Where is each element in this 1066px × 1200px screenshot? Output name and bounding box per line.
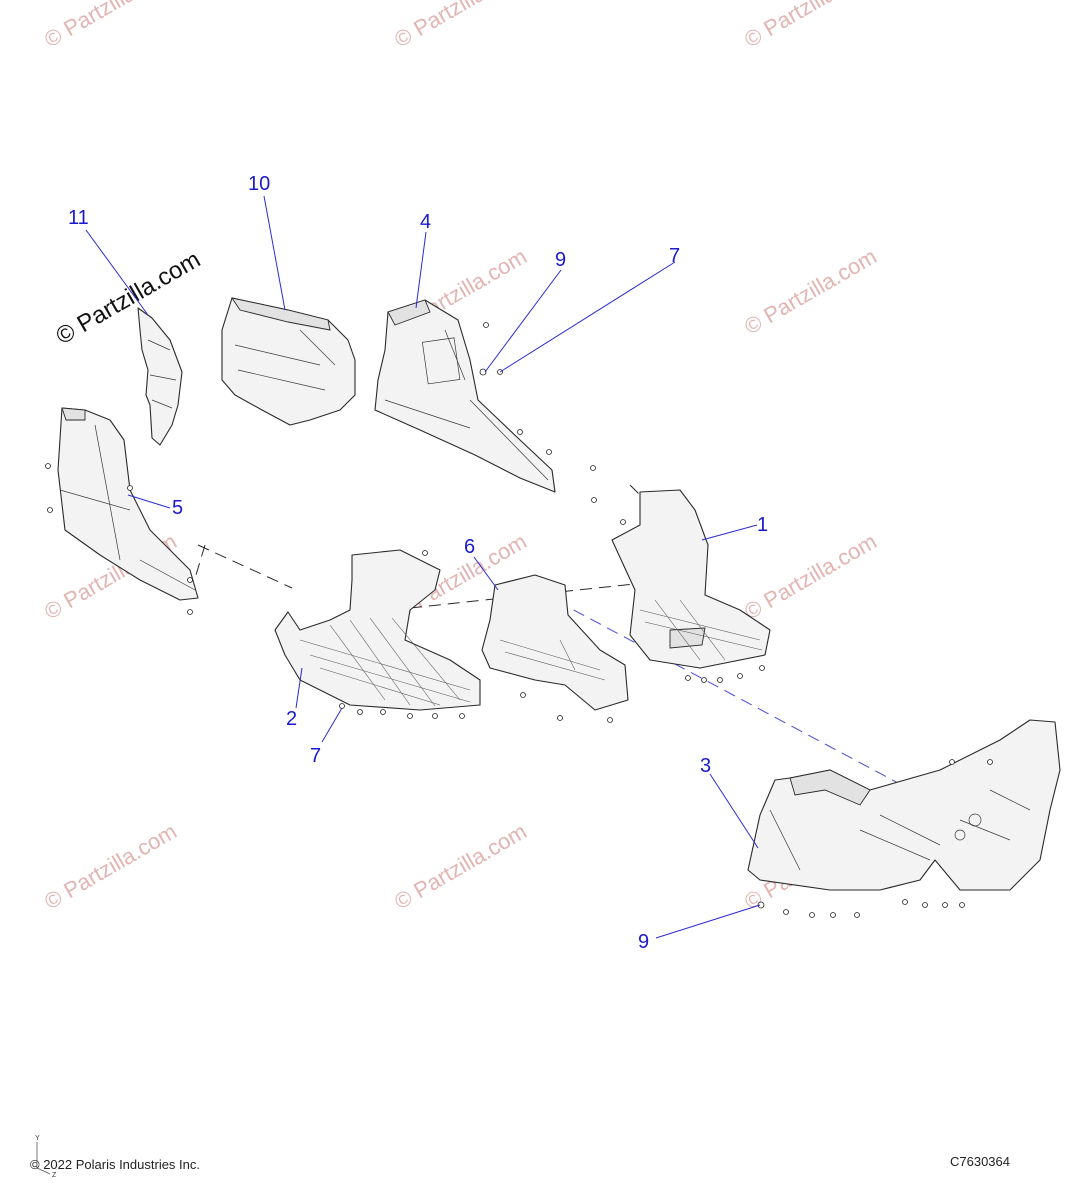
fastener (339, 703, 345, 709)
axis-triad: Y Z (35, 1135, 57, 1179)
fastener (620, 519, 626, 525)
callout-7: 7 (669, 245, 680, 267)
callout-9: 9 (555, 249, 566, 271)
watermark: © Partzilla.com (740, 0, 881, 52)
fastener (187, 577, 193, 583)
watermark-layer: © Partzilla.com © Partzilla.com © Partzi… (40, 0, 881, 914)
callout-9: 9 (638, 931, 649, 953)
fastener (432, 713, 438, 719)
fastener (557, 715, 563, 721)
callout-3: 3 (700, 755, 711, 777)
part-4-panel (374, 299, 556, 493)
fastener (830, 912, 836, 918)
part-11-panel (137, 307, 183, 446)
fastener (45, 463, 51, 469)
fastener (517, 429, 523, 435)
part-6-console (481, 574, 629, 711)
fastener (422, 550, 428, 556)
fastener (607, 717, 613, 723)
fastener (187, 609, 193, 615)
part-3-firewall (747, 719, 1061, 891)
fastener (942, 902, 948, 908)
fastener (127, 485, 133, 491)
fastener (546, 449, 552, 455)
leader-lines (85, 195, 761, 939)
fastener (380, 709, 386, 715)
part-5-panel (57, 407, 199, 601)
watermark: © Partzilla.com (40, 819, 181, 915)
fastener (590, 465, 596, 471)
callout-4: 4 (420, 211, 431, 233)
fastener (701, 677, 707, 683)
primary-watermark: © Partzilla.com (52, 246, 206, 350)
watermark: © Partzilla.com (740, 529, 881, 625)
fastener (809, 912, 815, 918)
fastener (854, 912, 860, 918)
fastener (949, 759, 955, 765)
callout-2: 2 (286, 708, 297, 730)
fastener (483, 322, 489, 328)
watermark: © Partzilla.com (40, 0, 181, 52)
fastener (47, 507, 53, 513)
fastener (922, 902, 928, 908)
watermark: © Partzilla.com (390, 0, 531, 52)
drawing-number: C7630364 (950, 1154, 1010, 1169)
axis-y-label: Y (35, 1135, 40, 1142)
fastener (959, 902, 965, 908)
fastener (459, 713, 465, 719)
part-1-floor (611, 489, 771, 669)
fastener (902, 899, 908, 905)
callout-7: 7 (310, 745, 321, 767)
axis-z-label: Z (52, 1172, 57, 1179)
fastener (685, 675, 691, 681)
callout-10: 10 (248, 173, 270, 195)
watermark: © Partzilla.com (740, 244, 881, 340)
fastener (520, 692, 526, 698)
callout-labels: 10 11 4 9 7 5 1 6 2 7 3 9 (68, 173, 768, 953)
part-2-floor (274, 549, 481, 711)
fastener (591, 497, 597, 503)
part-10-panel (221, 297, 356, 426)
callout-6: 6 (464, 536, 475, 558)
fastener (987, 759, 993, 765)
fastener (479, 368, 487, 376)
fastener (783, 909, 789, 915)
fastener-group (45, 322, 993, 918)
callout-1: 1 (757, 514, 768, 536)
fastener (717, 677, 723, 683)
callout-5: 5 (172, 497, 183, 519)
fastener (759, 665, 765, 671)
callout-11: 11 (68, 207, 89, 229)
fastener (407, 713, 413, 719)
watermark: © Partzilla.com (390, 819, 531, 915)
fastener (357, 709, 363, 715)
fastener (737, 673, 743, 679)
fastener (757, 901, 765, 909)
copyright-text: © 2022 Polaris Industries Inc. (30, 1157, 200, 1172)
